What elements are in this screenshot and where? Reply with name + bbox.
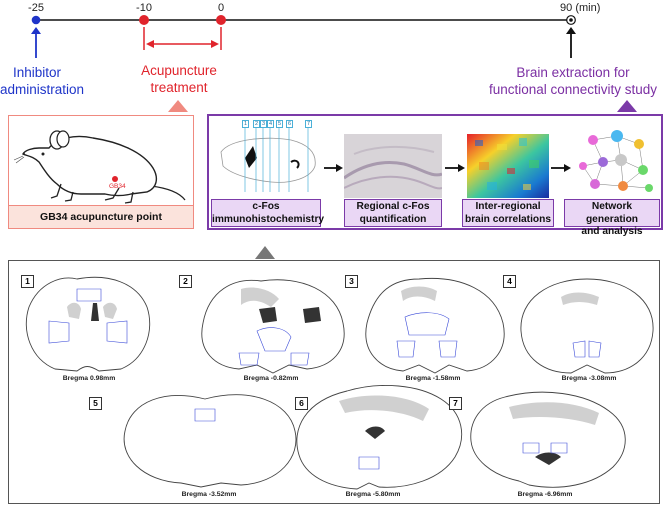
step-c-fos-ihc: c-Fos immunohistochemistry xyxy=(211,199,325,227)
mouse-panel-caption: GB34 acupuncture point xyxy=(9,205,193,228)
section-number: 5 xyxy=(89,397,102,410)
section-marker: 7 xyxy=(305,120,313,128)
flow-arrow-icon xyxy=(458,164,465,172)
gb34-point-icon xyxy=(112,176,118,182)
bregma-label: Bregma -3.08mm xyxy=(561,375,617,382)
bregma-label: Bregma -3.52mm xyxy=(181,491,237,498)
brain-extraction-line1: Brain extraction for xyxy=(516,65,630,80)
step-label-line1: c-Fos xyxy=(252,201,280,212)
span-right-arrow-icon xyxy=(211,40,219,48)
brain-extraction-label: Brain extraction for functional connecti… xyxy=(480,64,666,98)
bregma-label: Bregma -1.58mm xyxy=(405,375,461,382)
bregma-label: Bregma -5.80mm xyxy=(345,491,401,498)
section-marker: 3 xyxy=(260,120,268,128)
section-number: 6 xyxy=(295,397,308,410)
step-network-generation: Network generation and analysis xyxy=(564,199,660,237)
time-unit: (min) xyxy=(575,2,601,14)
section-number: 4 xyxy=(503,275,516,288)
acupuncture-label-line2: treatment xyxy=(150,80,208,95)
section-number: 7 xyxy=(449,397,462,410)
section-marker: 4 xyxy=(267,120,275,128)
step-label-line2: immunohistochemistry xyxy=(212,213,325,225)
flow-arrow-icon xyxy=(564,164,571,172)
timeline xyxy=(31,15,637,112)
inhibitor-label-line1: Inhibitor xyxy=(12,65,62,80)
inhibitor-arrow-icon xyxy=(31,27,41,34)
step-label-line1: Network generation xyxy=(585,201,639,225)
tick-label: -10 xyxy=(136,2,152,14)
inhibitor-label: Inhibitor administration xyxy=(0,64,85,98)
sections-pointer-icon xyxy=(255,246,275,259)
tick-label: 0 xyxy=(217,2,225,14)
brain-extraction-line2: functional connectivity study xyxy=(488,82,658,97)
tick-label-end: 90 (min) xyxy=(560,2,600,14)
sagittal-brain-image xyxy=(220,126,316,192)
section-number: 2 xyxy=(179,275,192,288)
inhibitor-label-line2: administration xyxy=(0,82,85,97)
extraction-arrow-icon xyxy=(566,27,576,34)
timeline-point-acupuncture-start xyxy=(139,15,149,25)
section-marker: 1 xyxy=(242,120,250,128)
tick-label: -25 xyxy=(28,2,44,14)
brain-sections-panel: 1 2 3 4 5 6 7 Bregma 0.98mm Bregma -0.82… xyxy=(8,260,660,504)
span-left-arrow-icon xyxy=(146,40,154,48)
step-label-line1: Inter-regional xyxy=(475,201,541,212)
step-regional-quantification: Regional c-Fos quantification xyxy=(344,199,442,227)
acupuncture-pointer-icon xyxy=(168,100,188,112)
step-label-line2: brain correlations xyxy=(464,213,552,225)
bregma-label: Bregma 0.98mm xyxy=(62,375,116,382)
timeline-point-inhibitor xyxy=(31,15,41,25)
section-marker: 2 xyxy=(253,120,261,128)
section-marker: 6 xyxy=(286,120,294,128)
workflow-panel: 1 2 3 4 5 6 7 xyxy=(207,114,663,237)
correlation-heatmap xyxy=(467,134,549,198)
acupuncture-label-line1: Acupuncture xyxy=(141,63,217,78)
bregma-label: Bregma -6.96mm xyxy=(517,491,573,498)
end-tick-value: 90 xyxy=(560,2,573,14)
section-marker: 5 xyxy=(276,120,284,128)
brain-section-drawings xyxy=(25,276,654,490)
gb34-label: GB34 xyxy=(109,183,126,190)
workflow-arrows xyxy=(324,164,571,172)
step-inter-regional-correlations: Inter-regional brain correlations xyxy=(462,199,554,227)
network-graph xyxy=(573,126,659,198)
bregma-label: Bregma -0.82mm xyxy=(243,375,299,382)
timeline-point-acupuncture-end xyxy=(216,15,226,25)
section-number: 1 xyxy=(21,275,34,288)
acupuncture-label: Acupuncture treatment xyxy=(124,62,234,96)
histology-image xyxy=(344,134,442,198)
flow-arrow-icon xyxy=(336,164,343,172)
section-number: 3 xyxy=(345,275,358,288)
step-label-line2: quantification xyxy=(359,213,427,225)
extraction-pointer-icon xyxy=(617,100,637,112)
step-label-line2: and analysis xyxy=(581,226,643,237)
step-label-line1: Regional c-Fos xyxy=(356,201,430,212)
mouse-panel: GB34 GB34 acupuncture point xyxy=(8,115,194,229)
mouse-drawing xyxy=(13,130,186,204)
